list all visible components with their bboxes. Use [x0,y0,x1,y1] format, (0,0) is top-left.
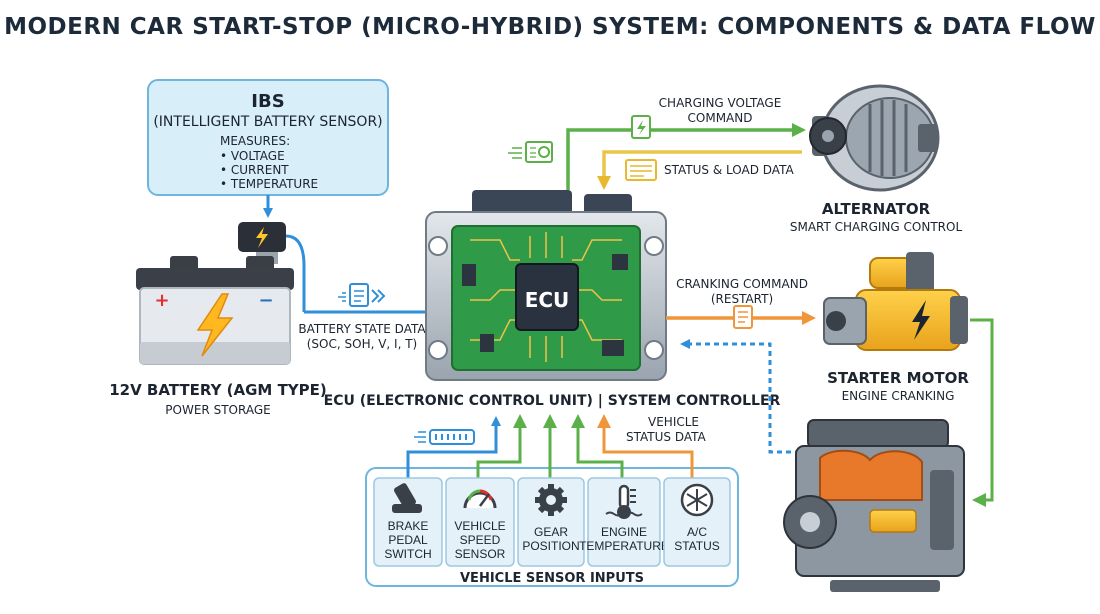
cranking-command-label-2: (RESTART) [711,292,773,306]
sensor-label-line: TEMPERATURE [579,539,669,553]
charging-command-flow-arrow [566,123,806,190]
starter-motor-illustration [823,252,968,351]
temperature-signal-arrow [571,414,624,478]
alternator-name: ALTERNATOR [822,200,931,218]
battery-state-label: BATTERY STATE DATA [298,322,426,336]
lightning-icon [256,227,268,248]
gear-icon [535,484,567,516]
charging-command-label-2: COMMAND [688,111,753,125]
sensor-label-line: POSITION [522,539,579,553]
ibs-measure-item: • TEMPERATURE [220,177,318,191]
settings-document-icon [508,141,553,163]
sensor-label-line: SENSOR [455,547,506,561]
thermometer-icon [605,484,643,519]
starter-name: STARTER MOTOR [827,369,969,387]
sensor-panel-title: VEHICLE SENSOR INPUTS [460,571,644,586]
snowflake-icon [680,483,714,517]
document-icon [631,115,651,139]
alternator-illustration [809,84,940,192]
document-icon [338,283,386,307]
sensor-card-temperature: ENGINE TEMPERATURE [579,477,669,567]
battery-state-detail: (SOC, SOH, V, I, T) [307,337,417,351]
ibs-full-name: (INTELLIGENT BATTERY SENSOR) [153,114,382,130]
charging-command-label: CHARGING VOLTAGE [659,96,782,110]
page-title: MODERN CAR START-STOP (MICRO-HYBRID) SYS… [4,14,1096,40]
sensor-card-ac: A/C STATUS [663,477,731,567]
sensor-label-line: SWITCH [384,547,431,561]
document-icon [733,305,753,329]
battery-minus-sign: − [258,290,273,311]
alternator-role: SMART CHARGING CONTROL [790,220,963,234]
lightning-icon [912,300,930,340]
sensor-label-line: STATUS [674,539,720,553]
ecu-chip-label: ECU [525,288,570,312]
battery-plus-sign: + [154,290,169,311]
ibs-measure-item: • CURRENT [220,163,289,177]
ecu-module: ECU [425,190,667,381]
vehicle-status-label: VEHICLE [648,415,699,429]
data-stream-icon [414,429,475,445]
engine-illustration [783,419,965,592]
engine-feedback-flow-arrow [680,339,800,454]
sensor-label-line: A/C [687,525,707,539]
ibs-measures-label: MEASURES: [220,134,290,148]
starter-engine-flow-arrow [970,318,994,507]
sensor-card-gear: GEAR POSITION [517,477,585,567]
cranking-command-label: CRANKING COMMAND [676,277,808,291]
ecu-name: ECU (ELECTRONIC CONTROL UNIT) | SYSTEM C… [324,393,781,409]
sensor-card-brake: BRAKE PEDAL SWITCH [373,477,443,567]
sensor-label-line: ENGINE [601,525,647,539]
sensor-label-line: BRAKE [388,519,429,533]
status-load-label: STATUS & LOAD DATA [664,163,794,177]
vehicle-status-label-2: STATUS DATA [626,430,707,444]
ac-signal-arrow [597,414,694,478]
lightning-icon [196,293,234,357]
sensor-label-line: PEDAL [388,533,428,547]
speed-signal-arrow [476,414,527,478]
starter-role: ENGINE CRANKING [842,389,955,403]
sensor-label-line: SPEED [460,533,501,547]
sensor-label-line: VEHICLE [454,519,505,533]
battery-illustration: + − [136,222,306,365]
brake-pedal-icon [392,483,422,513]
sensor-card-speed: VEHICLE SPEED SENSOR [445,477,515,567]
sensor-label-line: GEAR [534,525,568,539]
brake-signal-arrow [406,416,501,478]
ibs-measure-item: • VOLTAGE [220,149,285,163]
battery-name: 12V BATTERY (AGM TYPE) [109,381,327,399]
ibs-name: IBS [251,91,284,112]
status-load-flow-arrow [597,150,802,190]
speedometer-icon [463,489,497,509]
battery-role: POWER STORAGE [165,403,270,417]
ibs-box: IBS (INTELLIGENT BATTERY SENSOR) MEASURE… [147,79,389,196]
document-icon [625,159,657,181]
